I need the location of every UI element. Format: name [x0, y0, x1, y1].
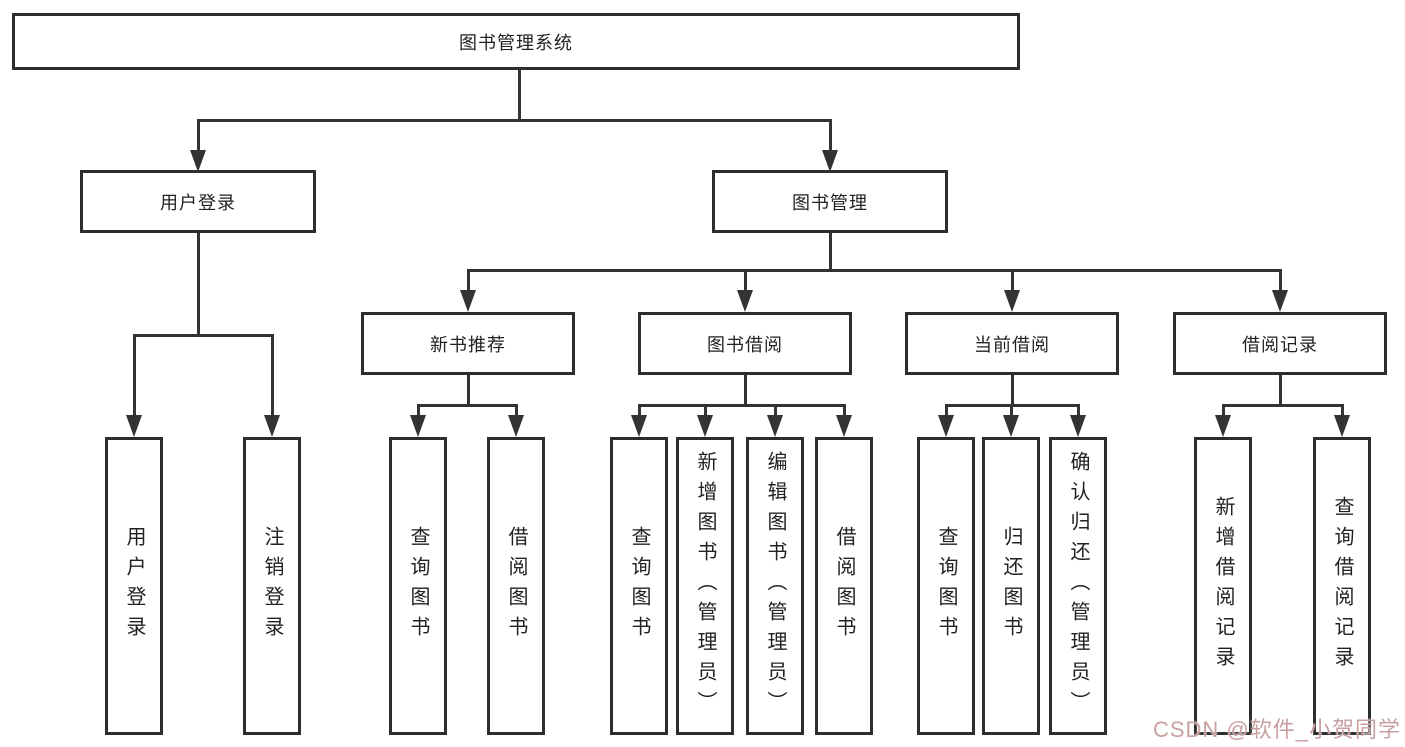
leaf-query-borrow-record: 查询借阅记录: [1313, 437, 1371, 735]
connector-stem: [1278, 375, 1282, 407]
arrow-down-icon: [508, 415, 524, 437]
arrow-down-icon: [1272, 290, 1288, 312]
connector-drop: [1278, 270, 1282, 298]
arrow-down-icon: [460, 290, 476, 312]
connector-drop: [132, 335, 136, 423]
connector-branch: [466, 268, 1282, 272]
arrow-down-icon: [126, 415, 142, 437]
leaf-query-books-borrow: 查询图书: [610, 437, 668, 735]
arrow-down-icon: [737, 290, 753, 312]
arrow-down-icon: [697, 415, 713, 437]
connector-drop: [270, 335, 274, 423]
connector-drop: [1340, 405, 1344, 423]
node-book-management: 图书管理: [712, 170, 948, 233]
leaf-query-books-recommend: 查询图书: [389, 437, 447, 735]
node-current-borrowing: 当前借阅: [905, 312, 1119, 375]
connector-drop: [196, 120, 200, 158]
connector-drop: [1076, 405, 1080, 423]
connector-stem: [196, 233, 200, 337]
connector-branch: [196, 118, 832, 122]
arrow-down-icon: [1004, 290, 1020, 312]
leaf-add-books-admin: 新增图书（管理员）: [676, 437, 734, 735]
connector-stem: [466, 375, 470, 407]
arrow-down-icon: [1070, 415, 1086, 437]
leaf-return-books: 归还图书: [982, 437, 1040, 735]
arrow-down-icon: [631, 415, 647, 437]
leaf-user-login: 用户登录: [105, 437, 163, 735]
connector-drop: [828, 120, 832, 158]
connector-stem: [517, 70, 521, 122]
connector-branch: [1221, 403, 1344, 407]
leaf-logout: 注销登录: [243, 437, 301, 735]
arrow-down-icon: [1215, 415, 1231, 437]
connector-branch: [132, 333, 274, 337]
connector-drop: [1221, 405, 1225, 423]
arrow-down-icon: [1003, 415, 1019, 437]
connector-branch: [416, 403, 518, 407]
leaf-query-books-current: 查询图书: [917, 437, 975, 735]
connector-drop: [703, 405, 707, 423]
node-library-management-system: 图书管理系统: [12, 13, 1020, 70]
connector-drop: [944, 405, 948, 423]
connector-stem: [1010, 375, 1014, 407]
arrow-down-icon: [938, 415, 954, 437]
arrow-down-icon: [264, 415, 280, 437]
node-new-book-recommendation: 新书推荐: [361, 312, 575, 375]
csdn-watermark: CSDN @软件_小贺同学: [1152, 717, 1401, 742]
connector-drop: [773, 405, 777, 423]
leaf-confirm-return-admin: 确认归还（管理员）: [1049, 437, 1107, 735]
arrow-down-icon: [822, 150, 838, 172]
connector-drop: [1010, 270, 1014, 298]
connector-drop: [637, 405, 641, 423]
leaf-borrow-books-recommend: 借阅图书: [487, 437, 545, 735]
node-user-login: 用户登录: [80, 170, 316, 233]
connector-drop: [1009, 405, 1013, 423]
arrow-down-icon: [410, 415, 426, 437]
arrow-down-icon: [1334, 415, 1350, 437]
connector-stem: [743, 375, 747, 407]
arrow-down-icon: [190, 150, 206, 172]
connector-drop: [842, 405, 846, 423]
arrow-down-icon: [767, 415, 783, 437]
connector-drop: [416, 405, 420, 423]
leaf-borrow-books: 借阅图书: [815, 437, 873, 735]
connector-drop: [514, 405, 518, 423]
connector-branch: [637, 403, 846, 407]
connector-stem: [828, 233, 832, 272]
leaf-add-borrow-record: 新增借阅记录: [1194, 437, 1252, 735]
node-book-borrowing: 图书借阅: [638, 312, 852, 375]
connector-drop: [743, 270, 747, 298]
arrow-down-icon: [836, 415, 852, 437]
node-borrowing-records: 借阅记录: [1173, 312, 1387, 375]
connector-drop: [466, 270, 470, 298]
leaf-edit-books-admin: 编辑图书（管理员）: [746, 437, 804, 735]
